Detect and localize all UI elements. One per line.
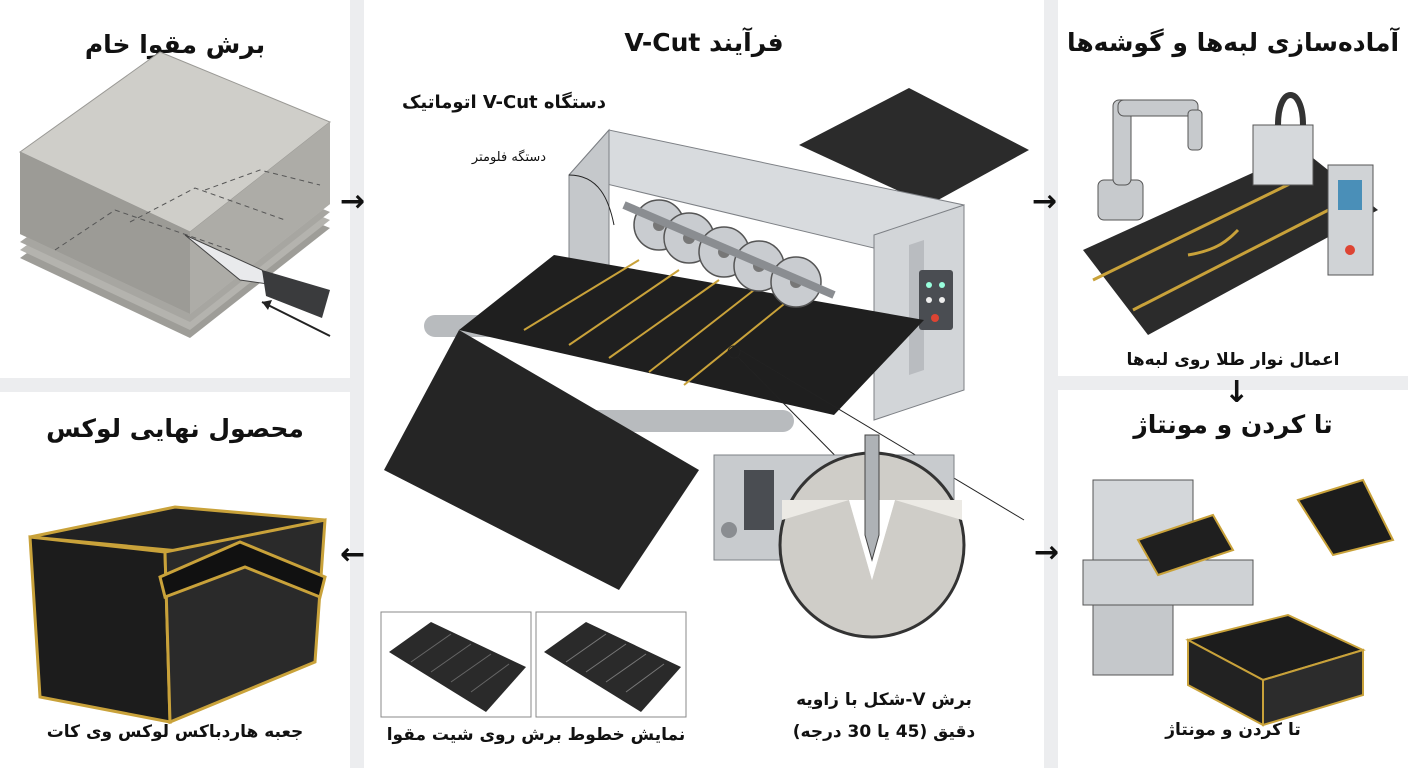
detail-caption-line1: برش V-شکل با زاویه xyxy=(796,690,972,710)
folding-machine-illustration xyxy=(1082,478,1395,727)
panel-folding: تا کردن و مونتاژ تا کردن و مونتاژ xyxy=(1058,390,1408,768)
folding-caption: تا کردن و مونتاژ xyxy=(1165,720,1301,740)
final-caption: جعبه هاردباکس لوکس وی کات xyxy=(46,722,304,742)
machine-label: دستگاه V-Cut اتوماتیک xyxy=(401,92,607,113)
edges-title: آماده‌سازی لبه‌ها و گوشه‌ها xyxy=(1066,28,1400,57)
knife-icon xyxy=(184,234,330,318)
arrow-to-final-icon: ← xyxy=(340,537,366,572)
luxury-box-icon xyxy=(28,505,327,725)
vcut-machine-illustration xyxy=(384,88,1029,590)
sheets-caption: نمایش خطوط برش روی شیت مقوا xyxy=(386,725,686,745)
folding-title: تا کردن و مونتاژ xyxy=(1133,410,1333,439)
panel-vcut: فرآیند V-Cut دستگاه V-Cut اتوماتیک دستگه… xyxy=(364,0,1044,768)
robot-arm-icon xyxy=(1097,99,1203,221)
vcut-detail-magnifier xyxy=(778,434,966,639)
open-box-icon xyxy=(1185,478,1395,727)
raw-cardboard-illustration xyxy=(19,51,331,338)
edge-taping-machine-illustration xyxy=(1083,92,1378,335)
panel-raw-cut: برش مقوا خام xyxy=(0,0,350,378)
grooved-sheet-samples xyxy=(380,611,687,718)
vcut-title: فرآیند V-Cut xyxy=(624,28,784,57)
panel-final: محصول نهایی لوکس جعبه هاردباکس لوکس وی ک… xyxy=(0,392,350,768)
blade-label: دستگه فلومتر xyxy=(471,150,547,165)
edges-caption: اعمال نوار طلا روی لبه‌ها xyxy=(1126,350,1340,370)
control-panel-icon xyxy=(919,270,953,330)
arrow-folding-to-vcut-icon: → xyxy=(1034,535,1060,570)
arrow-edges-to-folding-icon: ↓ xyxy=(1224,375,1250,410)
arrow-raw-to-vcut-icon: → xyxy=(340,184,366,219)
arrow-vcut-to-edges-icon: → xyxy=(1032,184,1058,219)
detail-caption-line2: دقیق (45 یا 30 درجه) xyxy=(792,722,976,742)
panel-edges: آماده‌سازی لبه‌ها و گوشه‌ها اعمال نوار ط… xyxy=(1058,0,1408,376)
raw-cut-title: برش مقوا خام xyxy=(84,30,266,59)
final-title: محصول نهایی لوکس xyxy=(46,414,304,443)
